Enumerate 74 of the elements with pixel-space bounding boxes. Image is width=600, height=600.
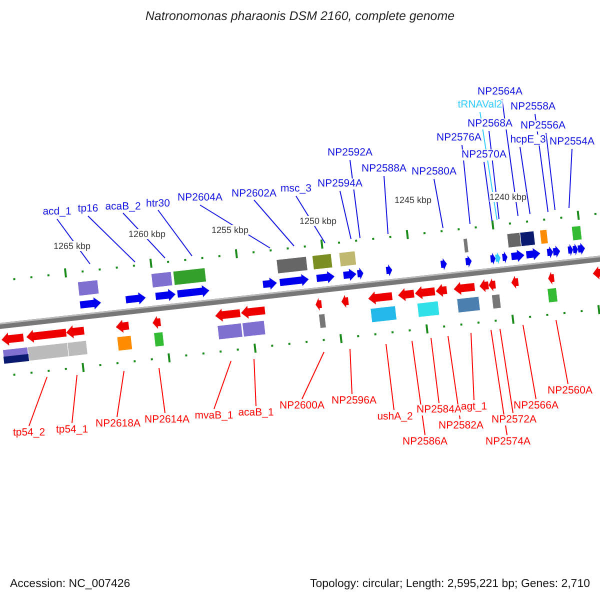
gene-label: NP2560A bbox=[548, 386, 592, 396]
leader-line bbox=[448, 336, 460, 420]
gene-label: NP2592A bbox=[328, 148, 372, 158]
leader-line bbox=[384, 176, 388, 234]
scale-label: 1265 kbp bbox=[53, 241, 91, 251]
gene-label: acaB_2 bbox=[105, 202, 141, 212]
leader-line bbox=[522, 324, 536, 400]
gene-label: agt_1 bbox=[460, 402, 488, 412]
gene-label: NP2580A bbox=[412, 166, 456, 178]
gene-label: NP2586A bbox=[402, 436, 448, 448]
leader-line bbox=[568, 148, 572, 208]
gene-label: htr30 bbox=[146, 198, 170, 210]
leader-line bbox=[462, 144, 470, 224]
gene-label: NP2570A bbox=[462, 150, 506, 160]
gene-label: NP2594A bbox=[318, 178, 362, 190]
genome-info-text: Topology: circular; Length: 2,595,221 bp; Genes: 2,710 bbox=[310, 578, 590, 590]
gene-label: NP2566A bbox=[514, 400, 558, 412]
gene-label: NP2582A bbox=[438, 420, 484, 432]
leader-line bbox=[350, 348, 352, 394]
gene-label: NP2554A bbox=[550, 136, 594, 148]
gene-label: tp16 bbox=[78, 204, 98, 214]
gene-label: NP2604A bbox=[178, 192, 222, 204]
title: Natronomonas pharaonis DSM 2160, complete genome bbox=[145, 9, 455, 23]
accession-text: Accession: NC_007426 bbox=[10, 578, 130, 590]
leader-line bbox=[546, 132, 556, 210]
leader-line bbox=[302, 352, 324, 400]
scale-label: 1245 kbp bbox=[394, 195, 432, 205]
gene-label: hcpE_3 bbox=[510, 134, 546, 146]
leader-line bbox=[28, 376, 48, 426]
scale-label: 1255 kbp bbox=[211, 225, 249, 235]
gene-label: tRNAVal2 bbox=[458, 100, 502, 110]
gene-label: NP2564A bbox=[478, 86, 522, 98]
gene-label: NP2618A bbox=[96, 418, 140, 430]
leader-line bbox=[72, 374, 78, 424]
scale-label: 1240 kbp bbox=[489, 192, 527, 202]
gene-label: NP2602A bbox=[232, 188, 276, 200]
gene-label: NP2558A bbox=[510, 102, 556, 112]
leader-line bbox=[556, 320, 568, 384]
leader-line bbox=[254, 358, 256, 406]
leader-line bbox=[434, 178, 444, 228]
leader-line bbox=[340, 190, 352, 240]
gene-label: NP2588A bbox=[362, 164, 406, 174]
gene-label: NP2614A bbox=[144, 414, 190, 426]
leader-line bbox=[214, 360, 232, 410]
gene-label: NP2556A bbox=[520, 120, 566, 132]
leader-line bbox=[484, 162, 492, 222]
gene-label: NP2600A bbox=[280, 400, 324, 412]
leader-line bbox=[158, 368, 166, 414]
leader-line bbox=[500, 328, 514, 414]
gene-label: msc_3 bbox=[280, 184, 312, 194]
gene-label: ushA_2 bbox=[377, 412, 413, 422]
scale-label: 1250 kbp bbox=[299, 216, 337, 226]
gene-label: mvaB_1 bbox=[194, 410, 234, 422]
leader-line bbox=[386, 344, 394, 410]
leader-line bbox=[430, 338, 440, 404]
leader-line bbox=[470, 332, 474, 400]
leader-line bbox=[520, 146, 530, 214]
gene-label: acaB_1 bbox=[238, 408, 274, 418]
gene-label: NP2584A bbox=[416, 404, 462, 416]
leader-line bbox=[116, 370, 124, 418]
leader-line bbox=[254, 200, 294, 246]
gene-label: NP2596A bbox=[332, 396, 376, 406]
gene-label: NP2576A bbox=[436, 132, 482, 144]
gene-label: acd_1 bbox=[42, 206, 72, 218]
scale-label: 1260 kbp bbox=[128, 229, 166, 239]
gene-label: NP2574A bbox=[486, 436, 530, 448]
leader-line bbox=[412, 340, 426, 436]
gene-label: tp54_1 bbox=[56, 424, 88, 436]
leader-line bbox=[88, 216, 136, 262]
gene-label: tp54_2 bbox=[12, 428, 46, 438]
gene-label: NP2568A bbox=[468, 118, 512, 130]
leader-line bbox=[490, 330, 508, 436]
leader-line bbox=[158, 210, 192, 256]
gene-label: NP2572A bbox=[492, 414, 536, 426]
